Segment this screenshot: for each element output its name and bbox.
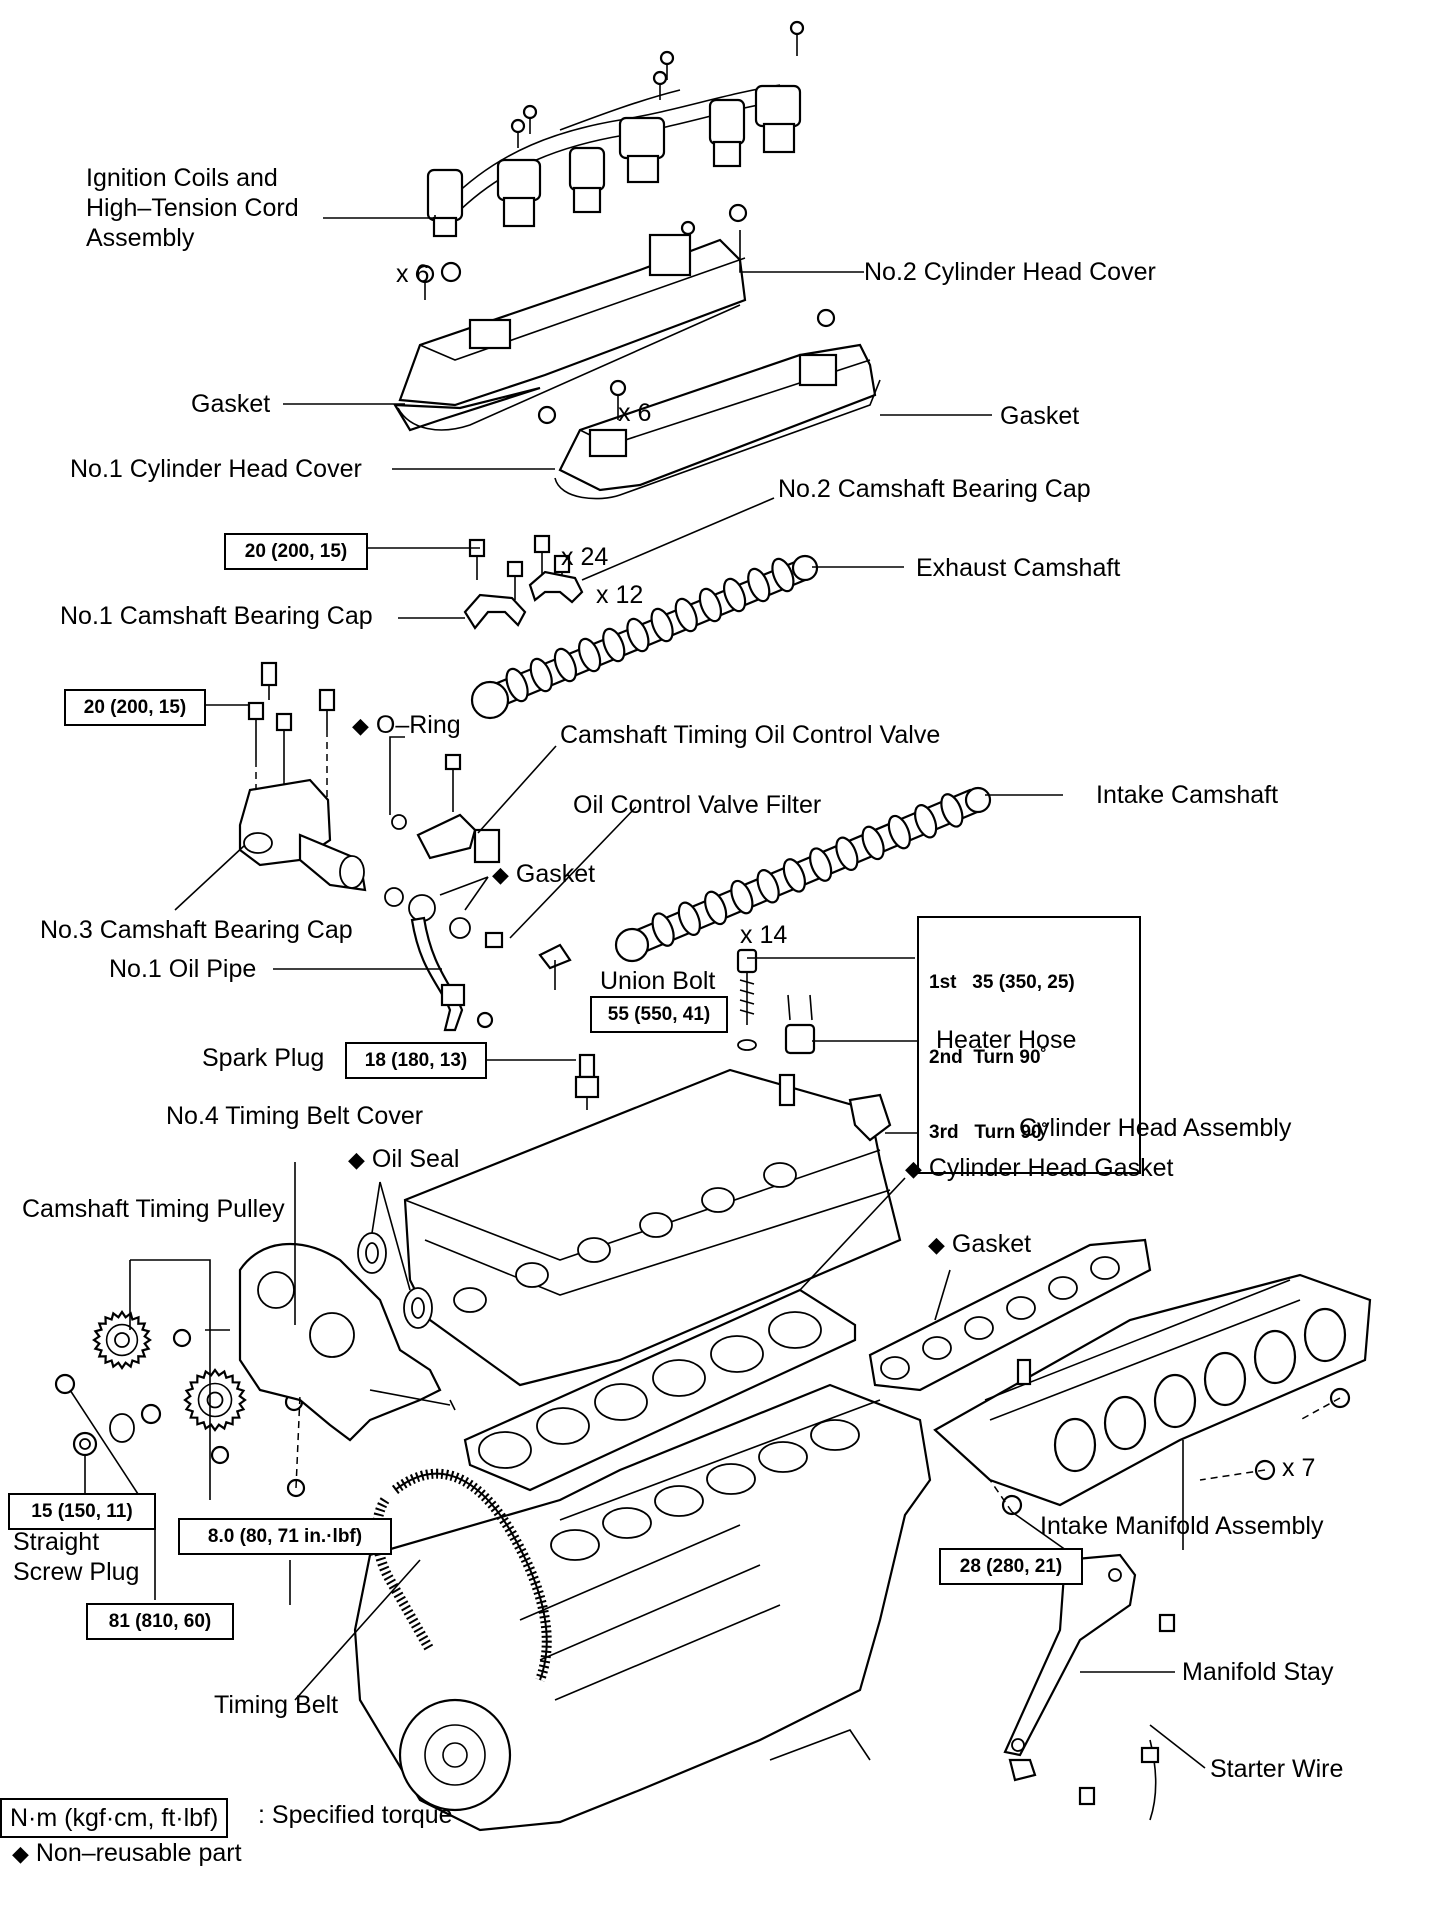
torque-cap-bolt: 20 (200, 15) (224, 533, 368, 570)
torque-screw-plug: 15 (150, 11) (8, 1493, 156, 1530)
nonreusable-marker: ◆ (348, 1147, 365, 1172)
oil-seals-shape (357, 1232, 433, 1329)
no4-timing-belt-cover-label: No.4 Timing Belt Cover (166, 1102, 424, 1130)
head-bolt-torque-table: 1st 35 (350, 25) 2nd Turn 90˚ 3rd Turn 9… (917, 916, 1141, 1174)
heater-hose-shape (784, 994, 816, 1055)
union-bolt-label: Union Bolt (600, 967, 716, 995)
no3-camshaft-bearing-cap-label: No.3 Camshaft Bearing Cap (40, 916, 353, 944)
gasket-left-shape (397, 304, 741, 431)
o-ring-text: O–Ring (375, 711, 461, 739)
leader-lines (69, 215, 1341, 1769)
gasket-manifold-text: Gasket (951, 1230, 1032, 1258)
gasket-ocv-label: ◆ Gasket (492, 859, 595, 890)
oil-seal-text: Oil Seal (371, 1145, 460, 1173)
camshaft-timing-pulley-label: Camshaft Timing Pulley (22, 1195, 285, 1223)
torque-manifold-bolt: 28 (280, 21) (939, 1548, 1083, 1585)
no1-camshaft-bearing-cap-label: No.1 Camshaft Bearing Cap (60, 602, 373, 630)
nonreusable-marker: ◆ (905, 1156, 922, 1181)
ocv-parts (384, 753, 572, 970)
gasket-manifold-label: ◆ Gasket (928, 1229, 1031, 1260)
camshaft-timing-ocv-label: Camshaft Timing Oil Control Valve (560, 721, 941, 749)
nonreusable-marker: ◆ (352, 713, 369, 738)
no2-bearing-cap-shape (528, 570, 584, 604)
gasket-ocv-text: Gasket (515, 860, 596, 888)
spark-plug-label: Spark Plug (202, 1044, 325, 1072)
no4-timing-belt-cover-shape (205, 1242, 456, 1442)
oil-seal-label: ◆ Oil Seal (348, 1144, 459, 1175)
no1-cylinder-head-cover (554, 343, 881, 500)
no1-bearing-cap-shape (463, 593, 527, 630)
torque-no3-cap-bolt: 20 (200, 15) (64, 689, 206, 726)
manifold-bolts-qty: x 7 (1282, 1454, 1316, 1482)
manifold-stay-label: Manifold Stay (1182, 1658, 1334, 1686)
cover-nuts (415, 203, 836, 425)
ignition-coil-assembly (426, 20, 805, 238)
torque-cover-bolt: 8.0 (80, 71 in.·lbf) (178, 1518, 392, 1555)
head-bolts-qty: x 14 (740, 921, 788, 949)
exhaust-camshaft-shape (470, 554, 819, 720)
spark-plug-shape (574, 1053, 600, 1110)
no2-cylinder-head-cover (393, 220, 747, 432)
head-bolt-torque-line2: 2nd Turn 90˚ (929, 1047, 1047, 1068)
engine-block-shape (353, 1383, 932, 1832)
intake-manifold-assembly-label: Intake Manifold Assembly (1040, 1512, 1324, 1540)
no2-cylinder-head-cover-label: No.2 Cylinder Head Cover (864, 258, 1156, 286)
gasket-right-label: Gasket (1000, 402, 1080, 430)
nonreusable-marker: ◆ (928, 1232, 945, 1257)
intake-camshaft-shape (614, 786, 992, 963)
torque-pulley-bolt: 81 (810, 60) (86, 1603, 234, 1640)
no1-cylinder-head-cover-label: No.1 Cylinder Head Cover (70, 455, 362, 483)
head-bolt-torque-line1: 1st 35 (350, 25) (929, 972, 1075, 993)
legend-torque-unit: N·m (kgf·cm, ft·lbf) (0, 1798, 229, 1838)
cover-nuts-qty: x 6 (618, 399, 652, 427)
manifold-stay-shape (1003, 1553, 1176, 1821)
no2-camshaft-bearing-cap-label: No.2 Camshaft Bearing Cap (778, 475, 1091, 503)
gasket-left-label: Gasket (191, 390, 271, 418)
timing-belt-label: Timing Belt (214, 1691, 339, 1719)
cylinder-head-gasket-text: Cylinder Head Gasket (928, 1154, 1174, 1182)
ocv-filter-label: Oil Control Valve Filter (573, 791, 822, 819)
no3-bearing-cap-shape (238, 661, 367, 892)
coil-bolts-qty: x 6 (396, 260, 430, 288)
intake-camshaft-label: Intake Camshaft (1096, 781, 1279, 809)
straight-screw-plug-label: Straight Screw Plug (13, 1528, 140, 1586)
no1-oil-pipe-label: No.1 Oil Pipe (109, 955, 257, 983)
legend-nonreusable: ◆ Non–reusable part (12, 1838, 242, 1869)
intake-manifold-shape (933, 1273, 1372, 1516)
legend-torque-desc: : Specified torque (258, 1801, 453, 1829)
heater-hose-label: Heater Hose (936, 1026, 1077, 1054)
starter-wire-label: Starter Wire (1210, 1755, 1344, 1783)
caps-qty: x 12 (596, 581, 644, 609)
head-bolt-shape (736, 948, 758, 1051)
nonreusable-marker: ◆ (492, 862, 509, 887)
torque-union-bolt: 55 (550, 41) (590, 996, 728, 1033)
cap-bolts-qty: x 24 (561, 543, 609, 571)
cylinder-head-assembly-label: Cylinder Head Assembly (1019, 1114, 1292, 1142)
head-bolt-torque-line3: 3rd Turn 90˚ (929, 1122, 1048, 1143)
o-ring-label: ◆ O–Ring (352, 710, 461, 741)
torque-spark-plug: 18 (180, 13) (345, 1042, 487, 1079)
nonreusable-marker: ◆ (12, 1841, 29, 1866)
manifold-gasket-shape (868, 1238, 1152, 1392)
ignition-coils-label: Ignition Coils and High–Tension Cord Ass… (86, 164, 299, 252)
cylinder-head-gasket-label: ◆ Cylinder Head Gasket (905, 1153, 1173, 1184)
legend-nonreusable-text: Non–reusable part (35, 1839, 242, 1867)
exhaust-camshaft-label: Exhaust Camshaft (916, 554, 1121, 582)
